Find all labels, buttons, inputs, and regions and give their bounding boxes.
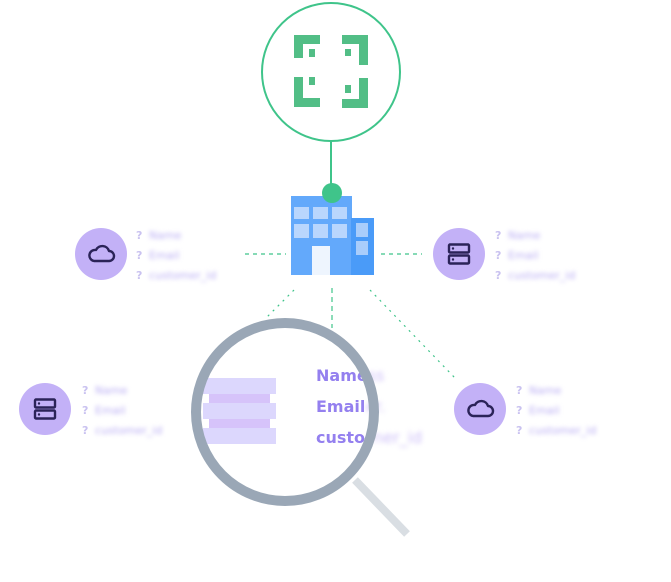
server-icon	[33, 398, 57, 420]
field-list: ?Name ?Email ?customer_id	[516, 384, 597, 437]
cloud-icon	[88, 244, 116, 263]
connection-dot	[322, 183, 342, 203]
source-node-top-right[interactable]	[433, 228, 485, 280]
source-node-bottom-right[interactable]	[454, 383, 506, 435]
field-list: ?Name ?Email ?customer_id	[82, 384, 163, 437]
server-icon	[447, 243, 471, 265]
source-node-bottom-left[interactable]	[19, 383, 71, 435]
lens-line: Namess	[316, 366, 385, 385]
connector-bottom-left	[265, 289, 295, 319]
hub-circle	[261, 2, 401, 142]
lens-text: Namess Emailer. custorner_id	[316, 360, 422, 453]
cloud-icon	[467, 399, 495, 418]
office-building-icon	[291, 196, 374, 275]
lens-line: custorner_id	[316, 428, 423, 447]
magnifier-handle	[352, 477, 410, 537]
table-rows-icon	[203, 378, 276, 444]
field-list: ?Name ?Email ?customer_id	[136, 229, 217, 282]
scan-frame-icon	[294, 35, 368, 108]
lens-line: Emailer.	[316, 397, 386, 416]
source-node-top-left[interactable]	[75, 228, 127, 280]
field-list: ?Name ?Email ?customer_id	[495, 229, 576, 282]
